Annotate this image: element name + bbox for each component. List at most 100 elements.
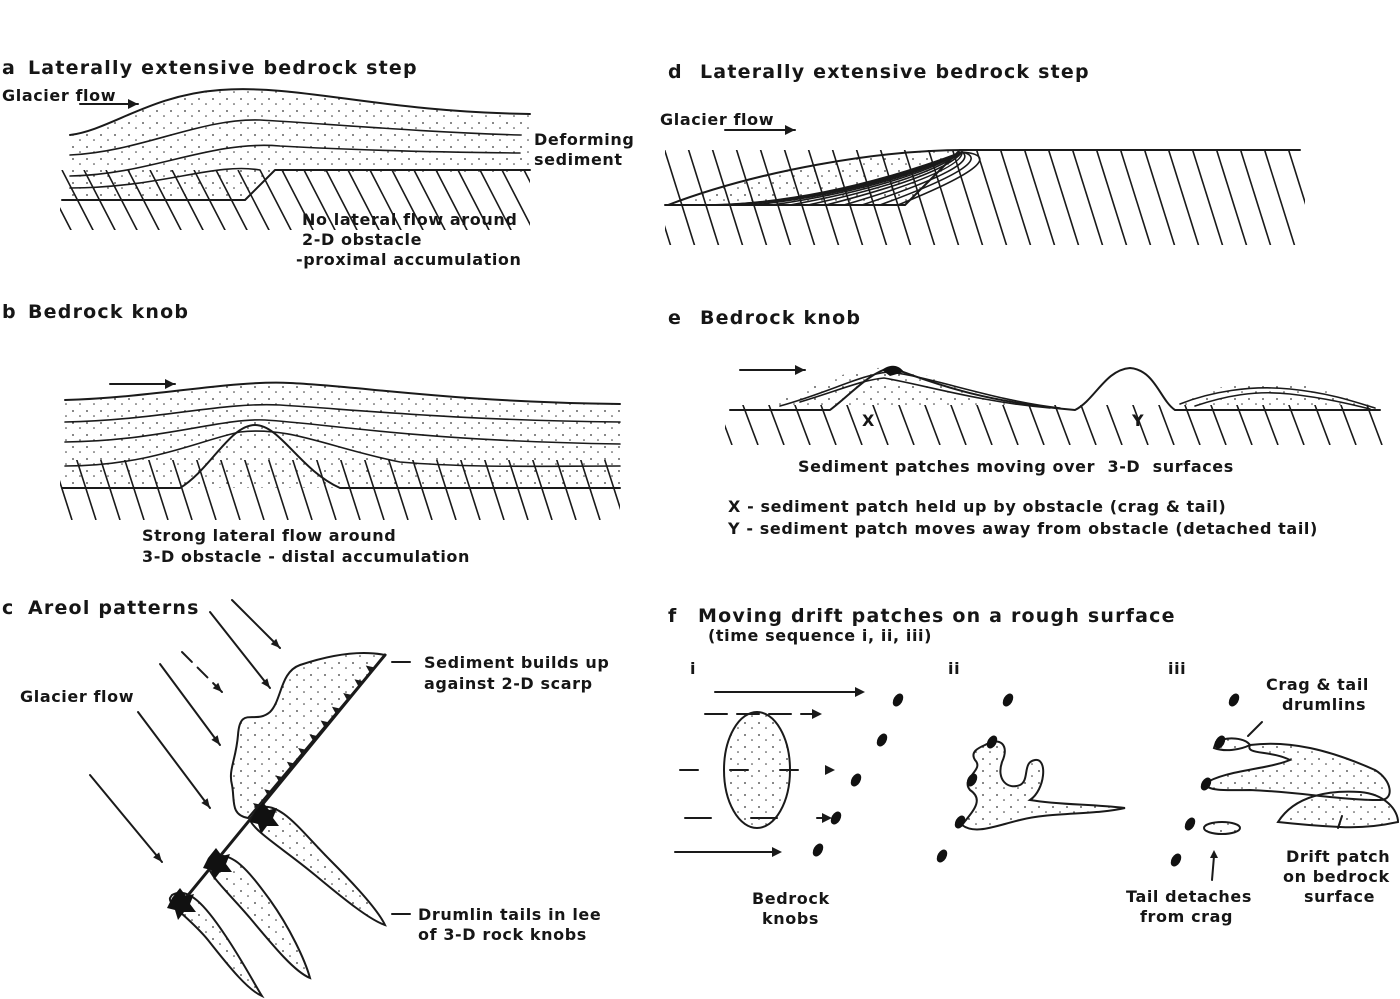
hatch-line — [1119, 150, 1152, 245]
hatch-line — [369, 170, 402, 230]
hatch-line — [60, 207, 72, 230]
hatch-line — [1184, 405, 1201, 445]
detached-tail — [1203, 821, 1241, 835]
bedrock-knob — [892, 693, 904, 707]
hatch-line — [976, 405, 993, 445]
drift-patch-i — [723, 711, 791, 829]
foreset-line — [897, 151, 981, 206]
arrow-head — [211, 735, 220, 745]
flow-arrow — [159, 663, 221, 746]
hatch-line — [1080, 405, 1097, 445]
bedrock-knob — [830, 811, 842, 825]
hatch-line — [665, 150, 696, 245]
hatch-line — [303, 170, 336, 230]
bedrock-knob — [1170, 853, 1182, 867]
sediment-body — [70, 89, 530, 200]
patch-laminae — [779, 371, 1376, 410]
hatch-line — [60, 479, 73, 520]
flow-arrow — [714, 687, 865, 697]
scarp-tooth — [343, 693, 353, 702]
panel-e-caption: Sediment patches moving over 3-D surface… — [798, 457, 1234, 476]
hatch-line — [171, 460, 193, 520]
hatch-line — [215, 170, 248, 230]
hatch-line — [237, 170, 270, 230]
flow-arrow — [181, 651, 223, 693]
flow-arrow — [231, 599, 281, 649]
hatch-line — [281, 170, 314, 230]
legend-x: X - sediment patch held up by obstacle (… — [728, 497, 1226, 516]
bedrock-knobs-iii — [1170, 693, 1240, 867]
bedrock-knob — [936, 849, 948, 863]
hatch-line — [61, 170, 94, 230]
drumlin-tail-small — [169, 891, 265, 999]
hatch-line — [267, 460, 289, 520]
scarp-tooth — [264, 789, 274, 799]
hatch-line — [1239, 150, 1272, 245]
hatch-line — [768, 405, 785, 445]
hatch-line — [687, 150, 720, 245]
hatch-line — [903, 150, 936, 245]
hatch-line — [391, 170, 424, 230]
panel-c-flow-label: Glacier flow — [20, 687, 134, 706]
flow-arrow — [209, 611, 271, 689]
hatch-line — [1132, 405, 1149, 445]
panel-c-title: Areol patterns — [28, 597, 200, 619]
hatch-line — [735, 150, 768, 245]
hatch-line — [1262, 405, 1279, 445]
knobs-label-2: knobs — [762, 909, 819, 928]
hatch-line — [759, 150, 792, 245]
hatch-line — [999, 150, 1032, 245]
foreset-line — [843, 151, 963, 206]
hatch-line — [435, 460, 457, 520]
lamina-line — [1179, 387, 1376, 409]
hatch-line — [794, 405, 811, 445]
hatch-line — [347, 170, 380, 230]
hatch-line — [1236, 405, 1253, 445]
drumlin-tail-medium — [206, 854, 312, 980]
drift-label-2: on bedrock — [1283, 867, 1390, 886]
bedrock-hatching — [665, 150, 1305, 245]
bedrock-knob — [986, 735, 998, 749]
hatch-line — [1167, 150, 1200, 245]
foreset-line — [825, 151, 963, 206]
bedrock-surface — [729, 367, 1381, 411]
hatch-line — [879, 150, 912, 245]
hatch-line — [83, 170, 116, 230]
wedge-surface — [667, 149, 966, 206]
panel-e-title: Bedrock knob — [700, 307, 861, 329]
detach-label-2: from crag — [1140, 907, 1233, 926]
hatch-line — [783, 150, 816, 245]
hatch-line — [616, 420, 648, 520]
crag-tail-middle — [1202, 742, 1391, 802]
hatch-line — [411, 460, 433, 520]
hatch-line — [1095, 150, 1128, 245]
scarp-tooth — [275, 775, 285, 785]
scarp-label-2: against 2-D scarp — [424, 674, 593, 693]
hatch-line — [339, 460, 361, 520]
panel-f-letter: f — [668, 605, 677, 627]
hatch-line — [725, 424, 733, 445]
hatch-line — [846, 405, 863, 445]
panel-d-title: Laterally extensive bedrock step — [700, 61, 1090, 83]
foreset-line — [789, 151, 963, 206]
flow-arrow — [89, 774, 163, 863]
panel-b-note-2: 3-D obstacle - distal accumulation — [142, 547, 470, 566]
hatch-line — [1340, 405, 1357, 445]
hatch-line — [315, 460, 337, 520]
scarp-tooth — [253, 803, 262, 812]
hatch-line — [243, 460, 265, 520]
drumlin-label-1: Drumlin tails in lee — [418, 905, 601, 924]
hatch-line — [711, 150, 744, 245]
hatch-line — [807, 150, 840, 245]
crag-knob — [882, 365, 904, 376]
hatch-line — [924, 405, 941, 445]
flow-arrow — [679, 765, 835, 775]
hatch-line — [195, 460, 217, 520]
panel-d-flow-label: Glacier flow — [660, 110, 774, 129]
arrow-head — [153, 852, 162, 862]
hatch-line — [1191, 150, 1224, 245]
panel-a-title: Laterally extensive bedrock step — [28, 57, 418, 79]
hatch-line — [1215, 150, 1248, 245]
scarp-tooth — [320, 720, 330, 730]
hatch-line — [479, 170, 512, 230]
